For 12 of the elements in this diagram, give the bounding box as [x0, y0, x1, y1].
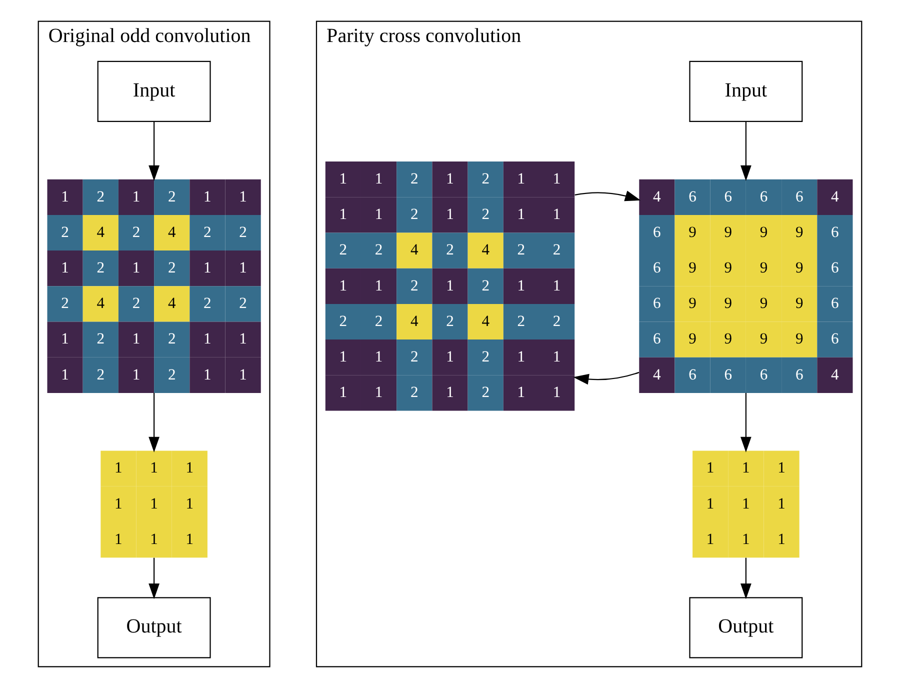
arrow: [574, 190, 641, 202]
node-box: Output: [689, 597, 803, 658]
arrow: [740, 558, 752, 600]
arrow: [148, 392, 160, 452]
arrow: [148, 558, 160, 600]
arrow: [573, 372, 640, 385]
node-box: Input: [689, 60, 803, 122]
node-box: Input: [97, 60, 211, 122]
arrow: [148, 122, 160, 181]
arrow: [740, 392, 752, 452]
arrow: [740, 122, 752, 181]
node-box: Output: [97, 597, 211, 658]
